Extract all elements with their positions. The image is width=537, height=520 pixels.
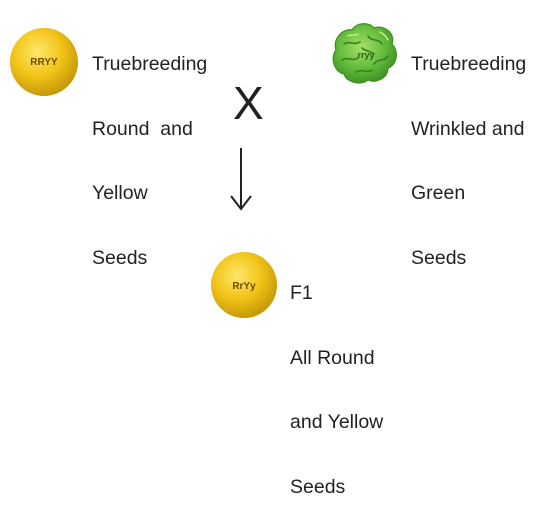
parent1-description: Truebreeding Round and Yellow Seeds <box>92 11 207 291</box>
description-line: F1 <box>290 283 383 305</box>
description-line: Round and <box>92 119 207 141</box>
seed-genotype-label: RrYy <box>232 281 256 292</box>
parent2-description: Truebreeding Wrinkled and Green Seeds <box>411 11 526 291</box>
description-line: and Yellow <box>290 412 383 434</box>
wrinkled-green-seed-icon: rryy <box>322 14 406 94</box>
description-line: Green <box>411 183 526 205</box>
cross-symbol: X <box>233 80 264 126</box>
down-arrow-icon <box>226 146 256 212</box>
seed-genotype-label: RRYY <box>30 57 58 68</box>
description-line: Seeds <box>290 477 383 499</box>
description-line: Truebreeding <box>92 54 207 76</box>
round-yellow-seed-icon: RRYY <box>4 22 84 102</box>
description-line: Seeds <box>92 248 207 270</box>
description-line: Truebreeding <box>411 54 526 76</box>
seed-genotype-label: rryy <box>357 50 374 60</box>
description-line: All Round <box>290 348 383 370</box>
description-line: Wrinkled and <box>411 119 526 141</box>
description-line: Yellow <box>92 183 207 205</box>
round-yellow-seed-icon: RrYy <box>205 246 283 324</box>
offspring-description: F1 All Round and Yellow Seeds <box>290 240 383 520</box>
description-line: Seeds <box>411 248 526 270</box>
